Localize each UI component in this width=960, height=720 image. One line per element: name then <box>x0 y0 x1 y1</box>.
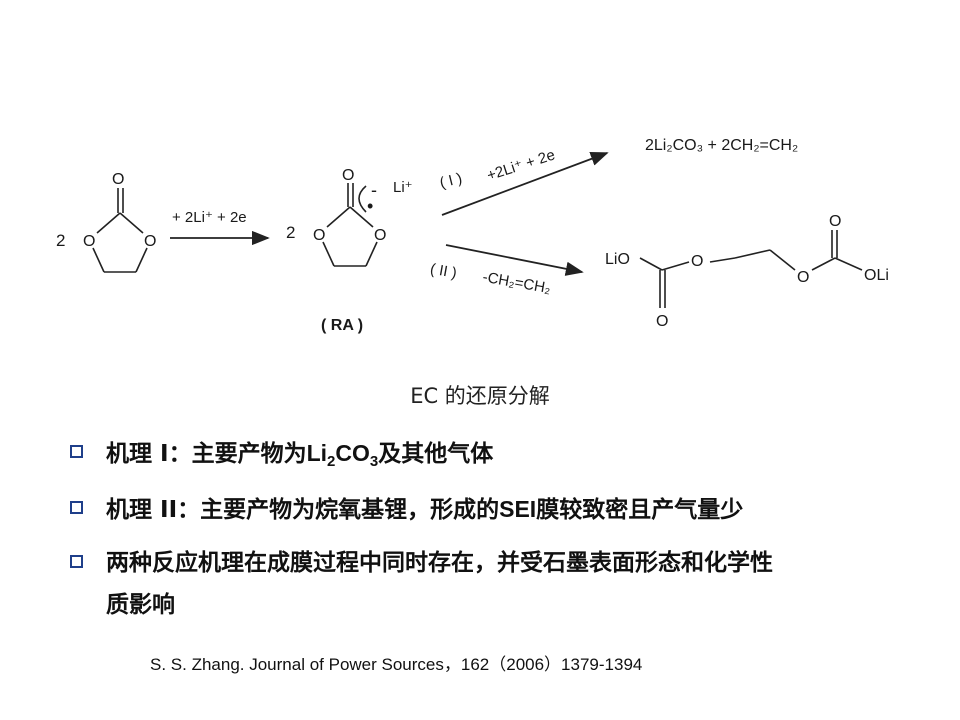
checkbox-bullet-icon <box>70 445 83 458</box>
negative-charge: - <box>371 180 377 200</box>
radical-ring-o-right: O <box>374 227 386 244</box>
path2-arrow <box>445 244 584 276</box>
radical-ring-o-left: O <box>313 227 325 244</box>
path2-li-right: OLi <box>864 267 889 284</box>
radical-dot: • <box>367 196 373 216</box>
path1-arrow <box>441 151 609 216</box>
path1-label: ( I ) <box>438 170 464 192</box>
figure-caption: EC 的还原分解 <box>410 384 550 408</box>
dicarbonate-o1: O <box>691 253 703 270</box>
checkbox-bullet-icon <box>70 501 83 514</box>
radical-carbonyl-o: O <box>342 167 354 184</box>
ra-label: ( RA ) <box>321 317 363 334</box>
lithium-ethylene-dicarbonate <box>639 230 863 308</box>
dicarbonate-o3: O <box>797 269 809 286</box>
step1-reagent: + 2Li⁺ + 2e <box>172 209 247 226</box>
path1-reagent: +2Li⁺ + 2e <box>485 146 557 184</box>
path1-product: 2Li₂CO₃ + 2CH₂=CH₂ <box>645 137 798 154</box>
ec-coefficient: 2 <box>56 231 65 250</box>
path2-li-left: LiO <box>605 251 630 268</box>
intermediate-coefficient: 2 <box>286 223 295 242</box>
ec-carbonyl-o: O <box>112 171 124 188</box>
dicarbonate-o4: O <box>829 213 841 230</box>
dicarbonate-o2: O <box>656 313 668 330</box>
reaction-scheme: O O O 2 + 2Li⁺ + 2e 2 O O O - • Li⁺ ( RA… <box>56 137 889 334</box>
ec-molecule <box>92 188 148 273</box>
path2-label: ( II ) <box>429 261 458 282</box>
path2-reagent: -CH₂=CH₂ <box>481 269 552 298</box>
reference-citation: S. S. Zhang. Journal of Power Sources，16… <box>150 655 643 674</box>
checkbox-bullet-icon <box>70 555 83 568</box>
radical-anion-molecule <box>322 183 378 267</box>
ec-ring-o-left: O <box>83 233 95 250</box>
li-cation: Li⁺ <box>393 179 413 196</box>
ec-ring-o-right: O <box>144 233 156 250</box>
